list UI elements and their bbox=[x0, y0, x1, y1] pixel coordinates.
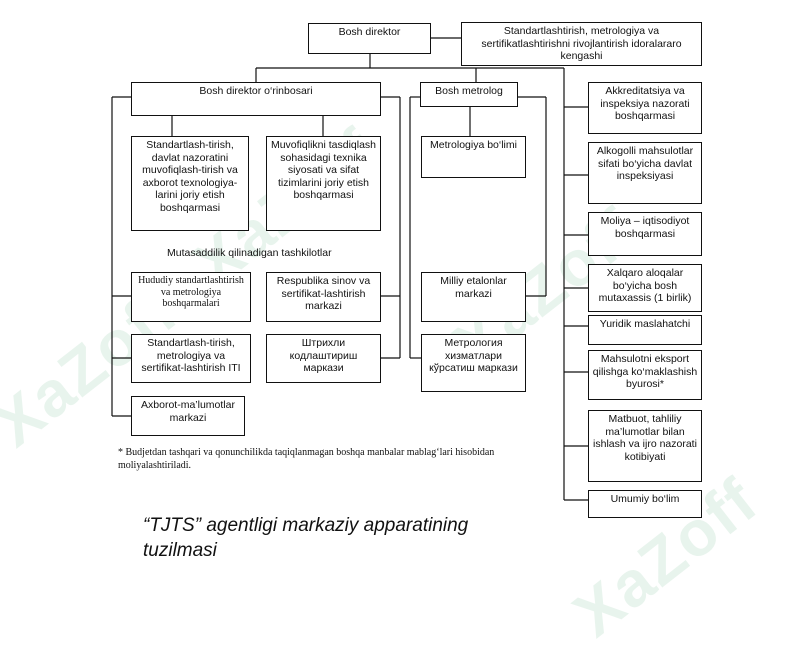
general-department-box: Umumiy bo‘lim bbox=[588, 490, 702, 518]
metrology-services-center-box: Метрология хизматлари кўрсатиш маркази bbox=[421, 334, 526, 392]
standardization-control-box: Standartlash-tirish, davlat nazoratini m… bbox=[131, 136, 249, 231]
footnote: * Budjetdan tashqari va qonunchilikda ta… bbox=[118, 447, 495, 471]
conformity-policy-label: Muvofiqlikni tasdiqlash sohasidagi texni… bbox=[270, 139, 377, 202]
subordinate-organizations-label: Mutasaddilik qilinadigan tashkilotlar bbox=[167, 247, 332, 259]
conformity-policy-box: Muvofiqlikni tasdiqlash sohasidagi texni… bbox=[266, 136, 381, 231]
standardization-institute-box: Standartlash-tirish, metrologiya va sert… bbox=[131, 334, 251, 383]
legal-adviser-box: Yuridik maslahatchi bbox=[588, 315, 702, 345]
accreditation-label: Akkreditatsiya va inspeksiya nazorati bo… bbox=[600, 85, 690, 123]
foreign-relations-box: Xalqaro aloqalar bo‘yicha bosh mutaxassi… bbox=[588, 264, 702, 312]
standardization-institute-label: Standartlash-tirish, metrologiya va sert… bbox=[141, 337, 241, 375]
export-bureau-box: Mahsulotni eksport qilishga ko‘maklashis… bbox=[588, 350, 702, 400]
chief-metrolog-box: Bosh metrolog bbox=[420, 82, 518, 107]
foreign-relations-label: Xalqaro aloqalar bo‘yicha bosh mutaxassi… bbox=[598, 267, 692, 305]
metrology-department-box: Metrologiya bo‘limi bbox=[421, 136, 526, 178]
alcohol-inspection-box: Alkogolli mahsulotlar sifati bo‘yicha da… bbox=[588, 142, 702, 204]
information-center-box: Axborot-ma’lumotlar markazi bbox=[131, 396, 245, 436]
barcode-center-box: Штрихли кодлаштириш маркази bbox=[266, 334, 381, 383]
republic-testing-center-box: Respublika sinov va sertifikat-lashtiris… bbox=[266, 272, 381, 322]
information-center-label: Axborot-ma’lumotlar markazi bbox=[141, 399, 235, 424]
export-bureau-label: Mahsulotni eksport qilishga ko‘maklashis… bbox=[592, 353, 698, 391]
barcode-center-label: Штрихли кодлаштириш маркази bbox=[289, 337, 358, 375]
legal-adviser-label: Yuridik maslahatchi bbox=[599, 318, 691, 330]
chief-metrolog-label: Bosh metrolog bbox=[435, 85, 503, 97]
director-box: Bosh direktor bbox=[308, 23, 431, 54]
general-department-label: Umumiy bo‘lim bbox=[610, 493, 680, 505]
republic-testing-center-label: Respublika sinov va sertifikat-lashtiris… bbox=[276, 275, 371, 313]
national-etalon-center-label: Milliy etalonlar markazi bbox=[440, 275, 507, 300]
finance-economics-label: Moliya – iqtisodiyot boshqarmasi bbox=[600, 215, 690, 240]
council-label: Standartlashtirish, metrologiya va serti… bbox=[481, 25, 682, 63]
regional-administrations-box: Hududiy standartlashtirish va metrologiy… bbox=[131, 272, 251, 322]
alcohol-inspection-label: Alkogolli mahsulotlar sifati bo‘yicha da… bbox=[596, 145, 694, 183]
regional-administrations-label: Hududiy standartlashtirish va metrologiy… bbox=[138, 275, 244, 309]
council-box: Standartlashtirish, metrologiya va serti… bbox=[461, 22, 702, 66]
accreditation-box: Akkreditatsiya va inspeksiya nazorati bo… bbox=[588, 82, 702, 134]
finance-economics-box: Moliya – iqtisodiyot boshqarmasi bbox=[588, 212, 702, 256]
press-secretariat-label: Matbuot, tahliliy ma’lumotlar bilan ishl… bbox=[593, 413, 697, 463]
standardization-control-label: Standartlash-tirish, davlat nazoratini m… bbox=[142, 139, 238, 214]
press-secretariat-box: Matbuot, tahliliy ma’lumotlar bilan ishl… bbox=[588, 410, 702, 482]
director-label: Bosh direktor bbox=[338, 26, 401, 38]
national-etalon-center-box: Milliy etalonlar markazi bbox=[421, 272, 526, 322]
org-chart-connectors bbox=[111, 37, 588, 501]
diagram-caption: “TJTS” agentligi markaziy apparatining t… bbox=[143, 515, 469, 561]
metrology-services-center-label: Метрология хизматлари кўрсатиш маркази bbox=[429, 337, 518, 375]
metrology-department-label: Metrologiya bo‘limi bbox=[430, 139, 517, 151]
deputy-director-box: Bosh direktor o‘rinbosari bbox=[131, 82, 381, 116]
deputy-director-label: Bosh direktor o‘rinbosari bbox=[199, 85, 313, 97]
